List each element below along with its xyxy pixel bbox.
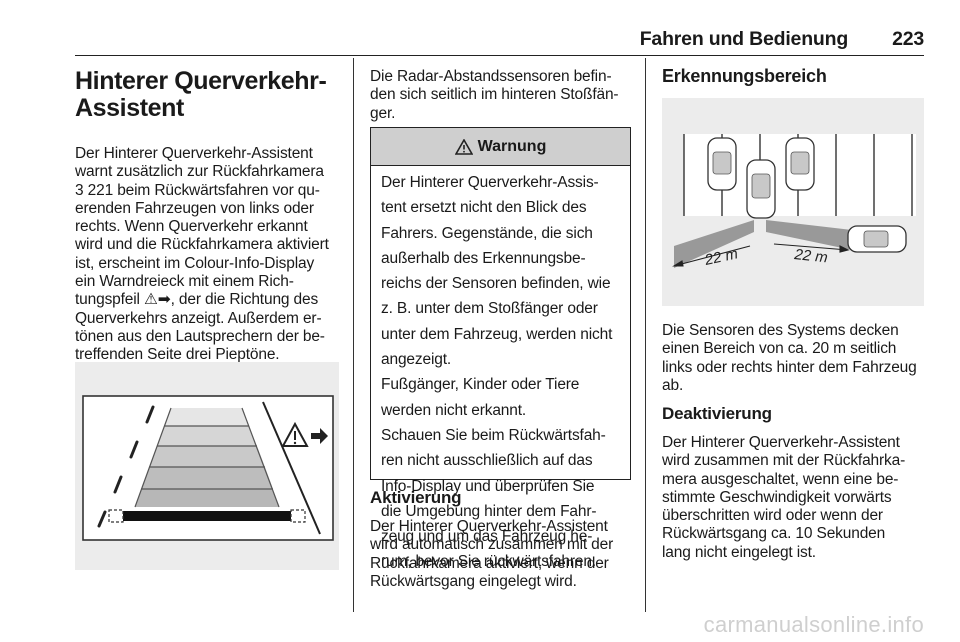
text-line: überschritten wird oder wenn der [662,507,883,525]
text-line: Fußgänger, Kinder oder Tiere [381,376,580,394]
warning-title: Warnung [477,137,547,155]
distance-label-left: 22 m [702,245,739,269]
warning-header: Warnung [371,128,630,166]
column-divider [353,58,354,612]
text-line: ab. [662,376,684,394]
text-line: Die Sensoren des Systems decken [662,322,899,339]
subsection-heading: Deaktivierung [662,404,772,423]
text-line: tungspfeil ⚠➡, der die Richtung des [75,291,319,309]
text-line: unter dem Fahrzeug, werden nicht [381,325,613,343]
detection-zone-figure: 22 m 22 m [662,98,924,306]
camera-display-figure [75,362,339,570]
rear-camera-illustration [82,395,334,541]
page-number: 223 [892,28,924,50]
detection-zone-illustration: 22 m 22 m [672,134,916,269]
subsection-heading: Aktivierung [370,488,462,507]
text-line: tönen aus den Lautsprechern der be- [75,327,325,345]
text-line: reichs der Sensoren befinden, wie [381,275,611,293]
text-line: außerhalb des Erkennungsbe- [381,249,586,267]
text-line: Schauen Sie beim Rückwärtsfah- [381,426,606,444]
section-title: Fahren und Bedienung [639,28,849,50]
deaktivierung-section: Deaktivierung Der Hinterer Querverkehr-A… [662,404,932,562]
text-line: ein Warndreieck mit einem Rich- [75,273,294,291]
text-line: ger. [370,104,396,122]
subsection-heading: Erkennungsbereich [662,66,827,86]
text-line: angezeigt. [381,351,452,369]
heading-line: Assistent [75,94,184,122]
text-line: wird und die Rückfahrkamera aktiviert [75,236,329,254]
text-line: Die Radar-Abstandssensoren befin- [370,68,612,85]
warning-paragraph: Der Hinterer Querverkehr-Assis- tent ers… [381,174,620,369]
text-line: Querverkehrs anzeigt. Außerdem er- [75,309,322,327]
text-line: Rückwärtsgang ca. 10 Sekunden [662,525,886,543]
text-line: zeug und um das Fahrzeug he- [381,528,593,546]
text-line: Rückfahrkamera aktiviert, wenn der [370,554,609,572]
section-heading: Hinterer Querverkehr- Assistent [75,68,345,122]
warning-box: Warnung Der Hinterer Querverkehr-Assis- … [370,127,631,570]
text-line: Info-Display und überprüfen Sie [381,477,595,495]
watermark: carmanualsonline.info [703,612,924,637]
text-line: Der Hinterer Querverkehr-Assistent [662,434,900,451]
text-line: werden nicht erkannt. [381,401,527,419]
heading-line: Hinterer Querverkehr- [75,67,327,95]
text-line: Der Hinterer Querverkehr-Assistent [75,145,313,162]
page-header: Fahren und Bedienung 223 [640,28,924,51]
warning-paragraph: Schauen Sie beim Rückwärtsfah- ren nicht… [381,427,620,572]
text-line: Rückwärtsgang eingelegt wird. [370,572,577,590]
text-line: erenden Fahrzeugen von links oder [75,199,314,217]
text-line: rum, bevor Sie rückwärtsfahren. [381,553,597,571]
middle-column-intro: Die Radar-Abstandssensoren befin- den si… [370,68,635,123]
text-line: wird automatisch zusammen mit der [370,536,614,554]
warning-paragraph: Fußgänger, Kinder oder Tiere werden nich… [381,376,620,420]
text-line: z. B. unter dem Stoßfänger oder [381,300,598,318]
text-line: ist, erscheint im Colour-Info-Display [75,254,315,272]
warning-icon [454,138,473,155]
intro-paragraph: Der Hinterer Querverkehr-Assistent warnt… [75,145,345,365]
text-line: Der Hinterer Querverkehr-Assistent [370,518,608,535]
text-line: wird zusammen mit der Rückfahrka- [662,452,906,470]
left-column: Hinterer Querverkehr- Assistent Der Hint… [75,68,345,365]
text-line: lang nicht eingelegt ist. [662,543,816,561]
text-line: die Umgebung hinter dem Fahr- [381,502,597,520]
text-line: Fahrers. Gegenstände, die sich [381,224,593,242]
erkennung-text: Die Sensoren des Systems decken einen Be… [662,322,932,395]
text-line: stimmte Geschwindigkeit vorwärts [662,488,892,506]
text-line: ren nicht ausschließlich auf das [381,452,593,470]
text-line: treffenden Seite drei Pieptöne. [75,346,280,364]
text-line: mera ausgeschaltet, wenn eine be- [662,470,899,488]
arrow-right-icon [311,428,328,444]
text-line: tent ersetzt nicht den Blick des [381,199,587,217]
aktivierung-section: Aktivierung Der Hinterer Querverkehr-Ass… [370,488,635,591]
text-line: warnt zusätzlich zur Rückfahrkamera [75,163,324,181]
distance-label-right: 22 m [793,246,829,266]
header-rule [75,55,924,56]
text-line: Der Hinterer Querverkehr-Assis- [381,174,599,191]
warning-body: Der Hinterer Querverkehr-Assis- tent ers… [371,166,630,572]
text-line: den sich seitlich im hinteren Stoßfän- [370,86,619,104]
text-line: links oder rechts hinter dem Fahrzeug [662,358,917,376]
text-line: 3 221 beim Rückwärtsfahren vor qu- [75,181,320,199]
erkennung-heading-wrap: Erkennungsbereich [662,66,927,87]
text-line: einen Bereich von ca. 20 m seitlich [662,340,897,358]
text-line: rechts. Wenn Querverkehr erkannt [75,218,308,236]
column-divider [645,58,646,612]
warning-triangle-icon [281,421,309,447]
